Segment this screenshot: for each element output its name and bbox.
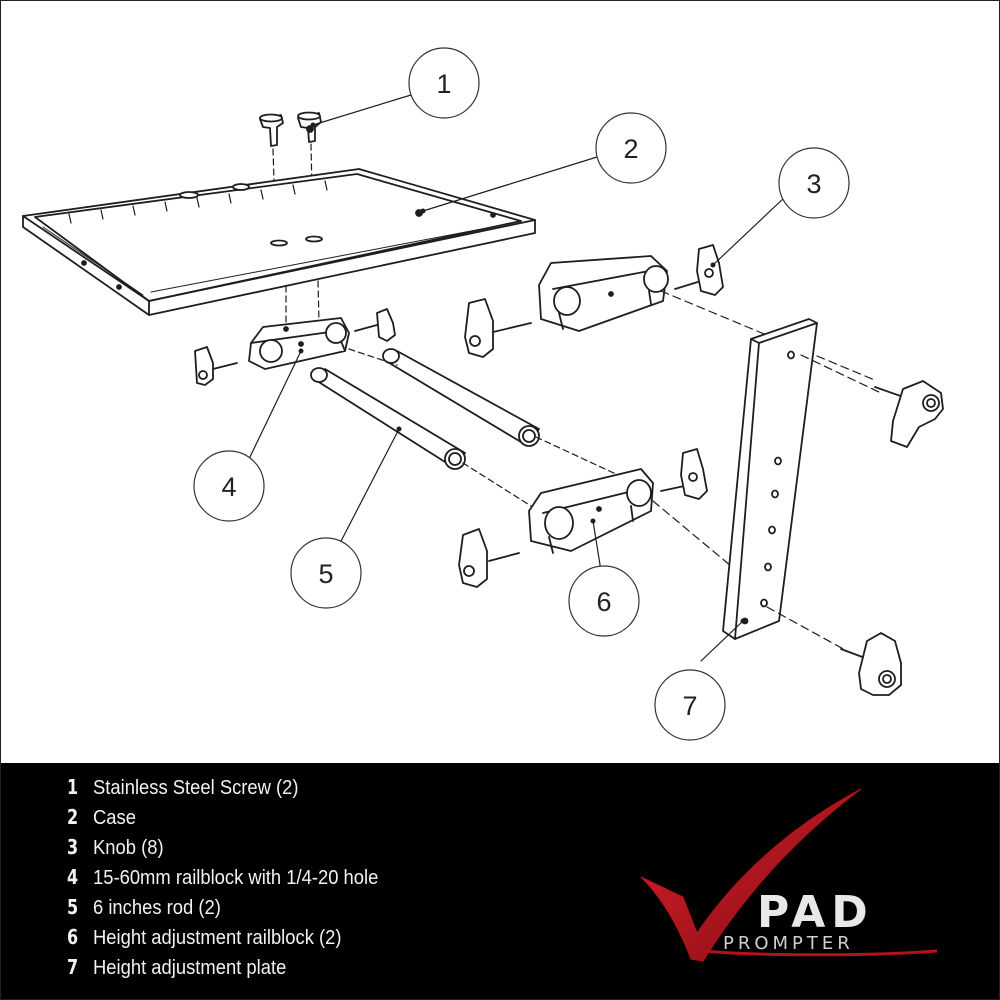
legend-label: Knob (8) (93, 837, 164, 859)
diagram-area: 1 2 3 4 5 (1, 1, 999, 763)
leader-lines (248, 94, 786, 662)
legend-item: 1 Stainless Steel Screw (2) (67, 772, 403, 802)
legend-number: 5 (67, 895, 79, 919)
rod-part-5a (310, 367, 466, 470)
legend-number: 1 (67, 775, 79, 799)
legend-number: 3 (67, 835, 79, 859)
legend-label: Height adjustment plate (93, 957, 287, 979)
logo-subtitle: PROMPTER (723, 933, 854, 954)
legend-number: 7 (67, 955, 79, 979)
svg-text:2: 2 (623, 134, 638, 164)
callout-7: 7 (654, 669, 726, 741)
checkmark-icon (640, 788, 862, 962)
legend-label: 6 inches rod (2) (93, 897, 221, 919)
knob-icon (458, 528, 520, 588)
legend-number: 2 (67, 805, 79, 829)
callout-5: 5 (290, 537, 362, 609)
callout-1: 1 (408, 47, 480, 119)
legend-item: 6 Height adjustment railblock (2) (67, 922, 403, 952)
svg-text:3: 3 (806, 169, 821, 199)
svg-text:1: 1 (436, 69, 451, 99)
knob-icon (874, 380, 944, 448)
legend-item: 7 Height adjustment plate (67, 952, 403, 982)
svg-text:5: 5 (318, 559, 333, 589)
knob-icon (674, 244, 724, 296)
callout-2: 2 (595, 112, 667, 184)
knob-icon (194, 346, 238, 386)
legend-label: Height adjustment railblock (2) (93, 927, 342, 949)
rod-part-5b (382, 348, 540, 447)
svg-text:6: 6 (596, 587, 611, 617)
legend-item: 5 6 inches rod (2) (67, 892, 403, 922)
legend-number: 6 (67, 925, 79, 949)
knob-icon (840, 632, 902, 696)
legend-item: 4 15-60mm railblock with 1/4-20 hole (67, 862, 403, 892)
legend-number: 4 (67, 865, 79, 889)
height-adjustment-plate-part-7 (722, 318, 818, 640)
knob-icon (354, 308, 396, 342)
height-railblock-part-6 (528, 468, 654, 554)
svg-text:4: 4 (221, 472, 236, 502)
logo-brand: PAD (757, 887, 874, 938)
callout-4: 4 (193, 450, 265, 522)
callout-3: 3 (778, 147, 850, 219)
knob-icon (464, 298, 532, 358)
legend-label: Case (93, 807, 136, 829)
screw-part-1b (297, 111, 322, 143)
pad-prompter-logo: PAD PROMPTER (640, 788, 938, 962)
legend-item: 3 Knob (8) (67, 832, 403, 862)
legend-panel: 1 Stainless Steel Screw (2) 2 Case 3 Knob (… (1, 763, 999, 999)
exploded-view-drawing: 1 2 3 4 5 (22, 47, 944, 741)
legend-label: Stainless Steel Screw (2) (93, 777, 299, 799)
screw-part-1a (259, 113, 284, 147)
legend-item: 2 Case (67, 802, 403, 832)
legend-label: 15-60mm railblock with 1/4-20 hole (93, 867, 379, 889)
case-tray-part-2 (22, 168, 536, 316)
case-axis-line (317, 280, 320, 324)
height-railblock-upper (538, 255, 669, 332)
railblock-part-4 (248, 317, 350, 370)
callout-6: 6 (568, 565, 640, 637)
knob-icon (660, 448, 708, 500)
parts-legend: 1 Stainless Steel Screw (2) 2 Case 3 Knob (… (67, 772, 403, 982)
svg-text:7: 7 (682, 691, 697, 721)
